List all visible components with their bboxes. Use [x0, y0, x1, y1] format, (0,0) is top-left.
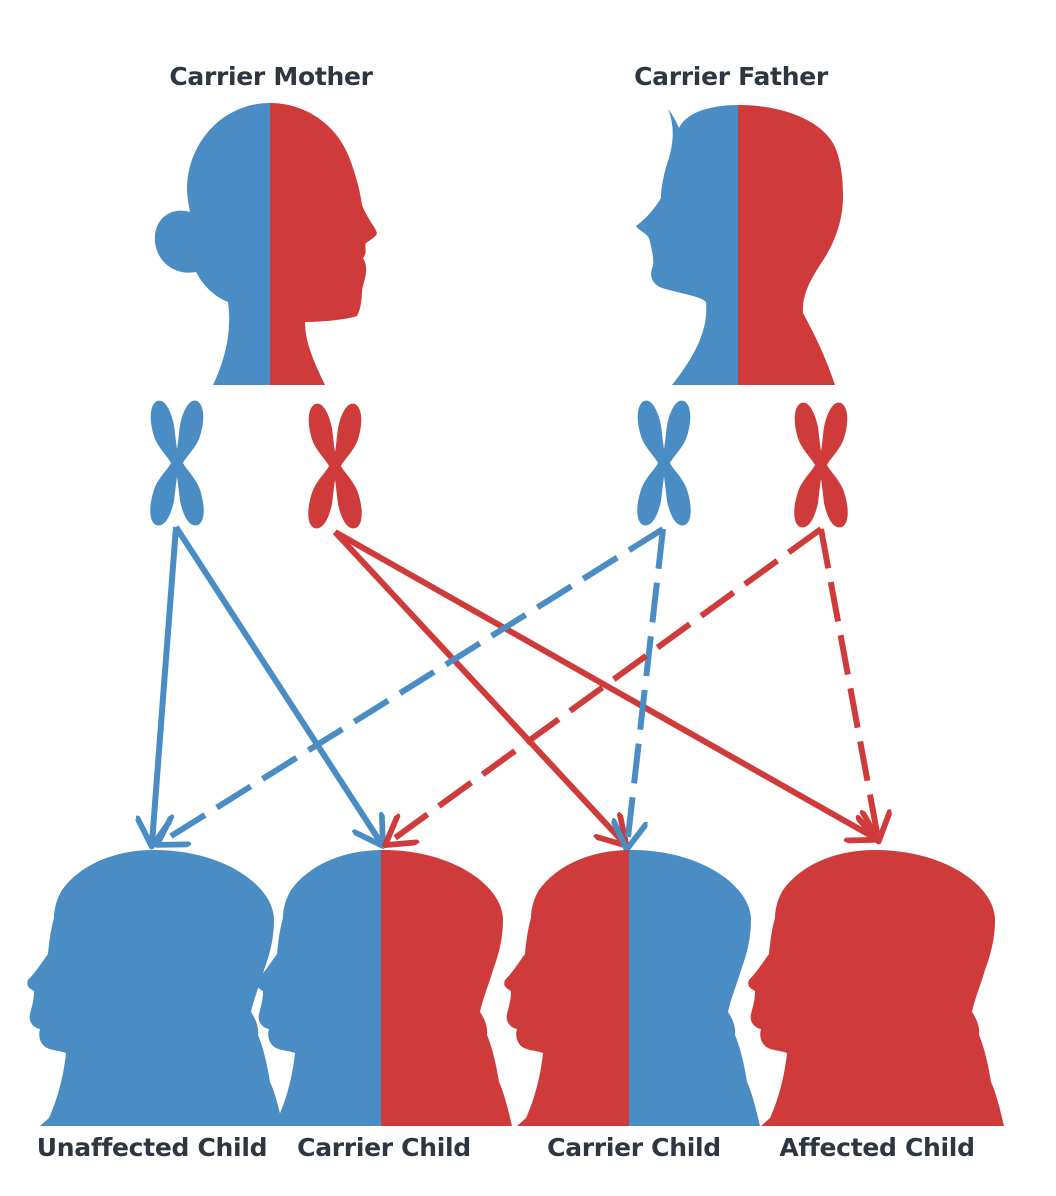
arrow-mother-healthy-to-child-1 [173, 525, 381, 843]
mother-healthy-chromosome [150, 400, 204, 526]
father-label: Carrier Father [634, 62, 828, 91]
child-label-carrier-1: Carrier Child [297, 1133, 471, 1162]
arrow-mother-healthy-to-child-0 [152, 526, 179, 843]
carrier-mother-silhouette [154, 103, 377, 385]
chromosomes [150, 400, 848, 529]
child-silhouette-affected [748, 850, 1004, 1126]
child-label-carrier-2: Carrier Child [547, 1133, 721, 1162]
arrow-father-affected-to-child-3 [818, 528, 878, 838]
child-silhouette-carrier-1 [256, 850, 512, 1126]
children [27, 850, 1004, 1126]
arrow-father-healthy-to-child-0 [160, 526, 665, 843]
carrier-father-silhouette [636, 105, 843, 385]
child-label-affected: Affected Child [779, 1133, 975, 1162]
inheritance-arrows [152, 525, 878, 846]
arrow-father-affected-to-child-1 [388, 526, 823, 843]
child-silhouette-unaffected [27, 850, 283, 1126]
mother-affected-chromosome [308, 403, 362, 529]
arrow-mother-affected-to-child-2 [332, 529, 624, 843]
arrow-mother-affected-to-child-3 [333, 529, 875, 838]
father-healthy-chromosome [637, 400, 691, 526]
mother-label: Carrier Mother [169, 62, 373, 91]
father-affected-chromosome [794, 402, 848, 528]
arrow-father-healthy-to-child-2 [627, 528, 666, 846]
child-label-unaffected: Unaffected Child [36, 1133, 268, 1162]
child-silhouette-carrier-2 [504, 850, 760, 1126]
